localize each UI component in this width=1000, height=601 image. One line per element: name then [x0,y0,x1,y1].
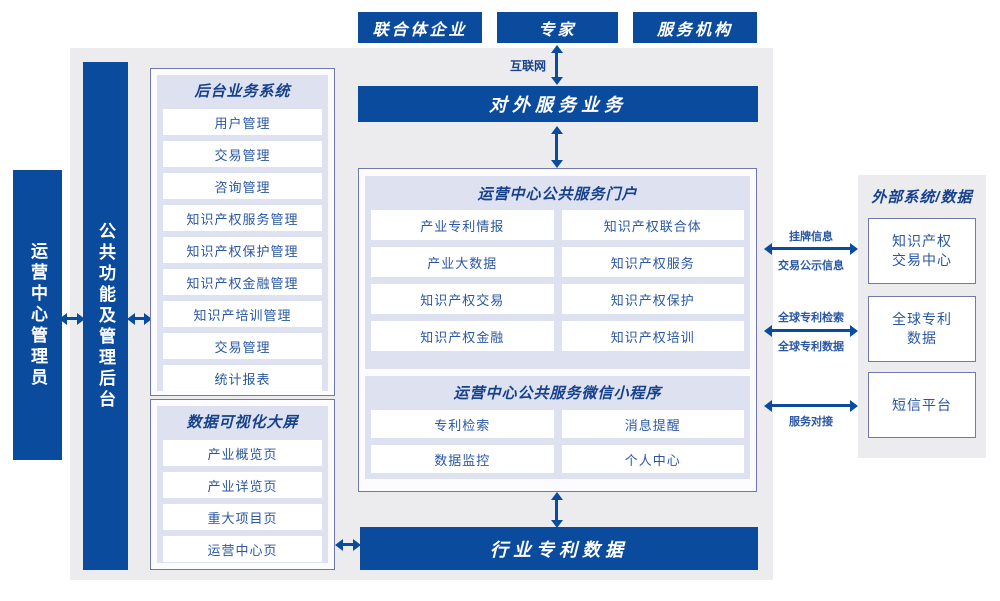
list-item: 知识产权保护 [561,284,744,314]
arrow-dashboard-to-patent-data [335,538,361,551]
internet-label: 互联网 [509,59,546,73]
list-item: 知识产权服务管理 [163,205,322,231]
miniprogram-panel: 运营中心公共服务微信小程序 专利检索 消息提醒 数据监控 个人中心 [365,376,750,479]
list-item: 知识产权交易 [371,284,554,314]
list-item: 产业专利情报 [371,210,554,240]
external-box-line: 交易中心 [892,252,952,268]
external-box-line: 数据 [907,330,937,346]
arrow-backend-to-system [127,312,152,325]
list-item: 知识产权联合体 [561,210,744,240]
backend-system-list: 用户管理 交易管理 咨询管理 知识产权服务管理 知识产权保护管理 知识产权金融管… [157,104,328,391]
sidebar-operations-admin: 运营中心管理员 [13,170,62,460]
miniprogram-grid: 专利检索 消息提醒 数据监控 个人中心 [365,406,750,473]
link-label-global-patent-data: 全球专利数据 [778,341,844,353]
external-box-line: 知识产权 [892,233,952,249]
arrow-portal-to-patent-data [550,492,563,528]
link-label-global-patent-search: 全球专利检索 [778,312,844,324]
list-item: 数据监控 [371,445,554,473]
arrow-to-sms-platform [764,399,858,412]
arrow-to-global-patent-data [764,324,858,337]
portal-title: 运营中心公共服务门户 [477,186,638,203]
list-item: 个人中心 [561,445,744,473]
external-service-bar: 对外服务业务 [358,86,758,122]
link-label-transaction-publicity: 交易公示信息 [778,260,844,272]
list-item: 知识产权培训 [561,321,744,351]
arrow-admin-to-backend [59,312,85,325]
backend-system-box: 后台业务系统 用户管理 交易管理 咨询管理 知识产权服务管理 知识产权保护管理 … [150,68,335,396]
list-item: 统计报表 [163,365,322,391]
list-item: 知识产权保护管理 [163,237,322,263]
list-item: 产业详览页 [163,472,322,498]
list-item: 交易管理 [163,141,322,167]
list-item: 产业大数据 [371,247,554,277]
portal-grid: 产业专利情报 知识产权联合体 产业大数据 知识产权服务 知识产权交易 知识产权保… [365,207,750,351]
actor-experts: 专家 [497,12,618,43]
list-item: 运营中心页 [163,536,322,562]
arrow-service-to-portal [550,126,563,168]
list-item: 知识产权服务 [561,247,744,277]
link-label-listing-info: 挂牌信息 [789,231,833,243]
list-item: 专利检索 [371,410,554,438]
external-systems-panel: 外部系统/数据 知识产权 交易中心 全球专利 数据 短信平台 [858,175,986,458]
list-item: 咨询管理 [163,173,322,199]
external-box-line: 全球专利 [892,311,952,327]
dashboard-box: 数据可视化大屏 产业概览页 产业详览页 重大项目页 运营中心页 [150,399,335,570]
dashboard-list: 产业概览页 产业详览页 重大项目页 运营中心页 [157,435,328,562]
list-item: 知识产权金融管理 [163,269,322,295]
center-services-box: 运营中心公共服务门户 产业专利情报 知识产权联合体 产业大数据 知识产权服务 知… [358,168,757,492]
external-box-global-patent-data: 全球专利 数据 [868,296,976,362]
arrow-to-ip-trading-center [764,242,858,255]
list-item: 重大项目页 [163,504,322,530]
external-systems-title: 外部系统/数据 [871,189,973,206]
list-item: 知识产培训管理 [163,301,322,327]
arrow-internet [550,45,563,85]
industry-patent-data-bar: 行业专利数据 [360,527,758,570]
link-label-service-docking: 服务对接 [789,416,833,428]
sidebar-public-functions-backend: 公共功能及管理后台 [83,62,128,570]
miniprogram-title: 运营中心公共服务微信小程序 [453,385,662,402]
backend-system-title: 后台业务系统 [194,83,291,100]
list-item: 消息提醒 [561,410,744,438]
external-box-sms-platform: 短信平台 [868,372,976,438]
list-item: 用户管理 [163,109,322,135]
external-box-line: 短信平台 [892,396,952,413]
list-item: 知识产权金融 [371,321,554,351]
actor-consortium-enterprises: 联合体企业 [358,12,482,43]
list-item: 产业概览页 [163,440,322,466]
dashboard-title: 数据可视化大屏 [186,414,299,431]
list-item: 交易管理 [163,333,322,359]
external-box-ip-trading-center: 知识产权 交易中心 [868,218,976,284]
actor-service-organizations: 服务机构 [633,12,757,43]
portal-panel: 运营中心公共服务门户 产业专利情报 知识产权联合体 产业大数据 知识产权服务 知… [365,176,750,369]
